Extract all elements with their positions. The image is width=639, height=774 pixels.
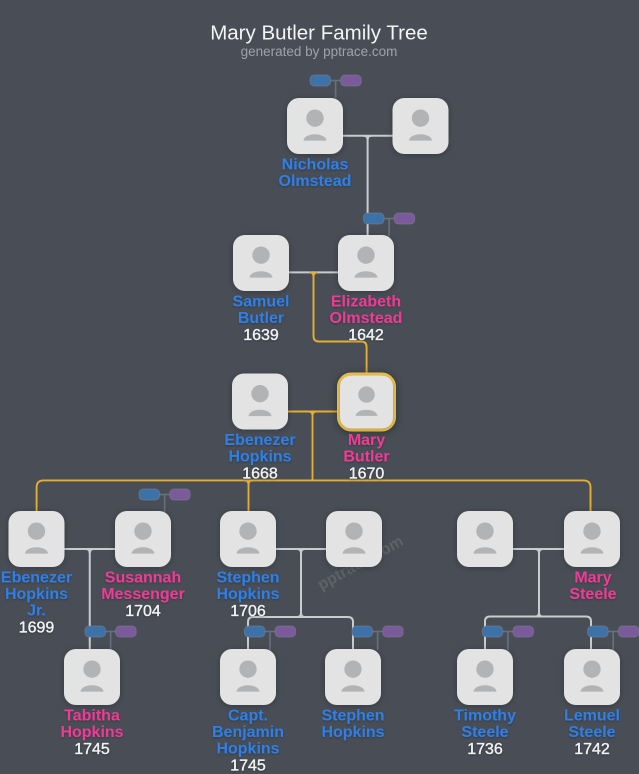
svg-text:Steele: Steele — [461, 724, 508, 741]
svg-text:Hopkins: Hopkins — [228, 449, 291, 466]
svg-text:1706: 1706 — [230, 603, 266, 620]
svg-text:Samuel: Samuel — [233, 294, 290, 311]
svg-text:1745: 1745 — [74, 741, 110, 758]
svg-text:1670: 1670 — [349, 466, 385, 483]
svg-text:Lemuel: Lemuel — [564, 708, 620, 725]
svg-text:Stephen: Stephen — [216, 570, 279, 587]
svg-text:Messenger: Messenger — [101, 586, 185, 603]
svg-text:Steele: Steele — [568, 724, 615, 741]
svg-text:1704: 1704 — [125, 603, 161, 620]
svg-text:Timothy: Timothy — [454, 708, 516, 725]
svg-text:1639: 1639 — [243, 327, 279, 344]
svg-text:Butler: Butler — [343, 449, 389, 466]
svg-text:1642: 1642 — [348, 327, 384, 344]
svg-text:Hopkins: Hopkins — [216, 586, 279, 603]
svg-text:Elizabeth: Elizabeth — [331, 294, 401, 311]
svg-text:Hopkins: Hopkins — [321, 724, 384, 741]
svg-text:Mary Butler Family Tree: Mary Butler Family Tree — [210, 22, 428, 45]
svg-text:Tabitha: Tabitha — [64, 708, 120, 725]
svg-text:generated by pptrace.com: generated by pptrace.com — [241, 44, 398, 59]
svg-text:Mary: Mary — [348, 432, 385, 449]
svg-text:Steele: Steele — [569, 586, 616, 603]
svg-text:Ebenezer: Ebenezer — [1, 570, 72, 587]
svg-text:Benjamin: Benjamin — [212, 724, 284, 741]
svg-text:1699: 1699 — [19, 620, 55, 637]
svg-text:Stephen: Stephen — [321, 708, 384, 725]
svg-text:Hopkins: Hopkins — [60, 724, 123, 741]
svg-text:Olmstead: Olmstead — [279, 173, 352, 190]
svg-text:1736: 1736 — [467, 741, 503, 758]
svg-text:Hopkins: Hopkins — [5, 586, 68, 603]
svg-text:Mary: Mary — [574, 570, 611, 587]
svg-text:Hopkins: Hopkins — [216, 741, 279, 758]
svg-text:1668: 1668 — [242, 466, 278, 483]
svg-text:Jr.: Jr. — [27, 603, 46, 620]
svg-text:Butler: Butler — [238, 310, 284, 327]
svg-text:Capt.: Capt. — [228, 708, 268, 725]
svg-text:Olmstead: Olmstead — [330, 310, 403, 327]
svg-text:Susannah: Susannah — [105, 570, 181, 587]
svg-text:Nicholas: Nicholas — [282, 157, 349, 174]
svg-text:1745: 1745 — [230, 758, 266, 774]
svg-text:Ebenezer: Ebenezer — [224, 432, 295, 449]
svg-text:1742: 1742 — [574, 741, 610, 758]
